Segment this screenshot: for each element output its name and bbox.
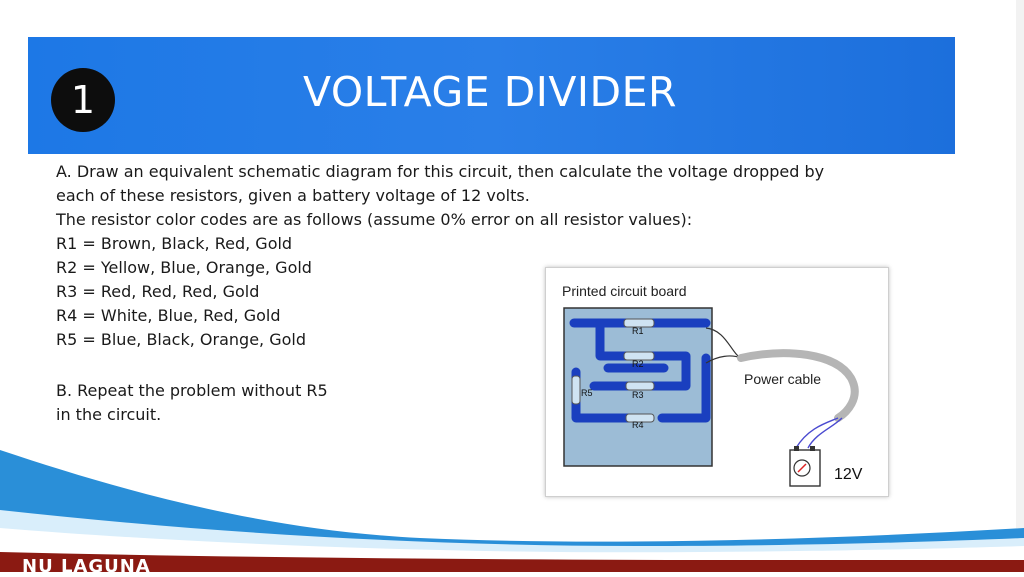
circuit-illustration: Printed circuit board R1 R2 xyxy=(562,283,863,487)
resistor-r5-code: R5 = Blue, Black, Orange, Gold xyxy=(56,330,306,349)
resistor-r2: R2 xyxy=(623,351,655,369)
slide-title: VOLTAGE DIVIDER xyxy=(303,68,677,116)
question-line-3: The resistor color codes are as follows … xyxy=(56,210,693,229)
svg-text:R4: R4 xyxy=(632,420,644,430)
resistor-r1: R1 xyxy=(623,318,655,336)
circuit-figure: Printed circuit board R1 R2 xyxy=(545,267,889,497)
power-cable xyxy=(737,349,859,422)
svg-text:R1: R1 xyxy=(632,326,644,336)
slide-edge xyxy=(1016,0,1024,572)
resistor-r3: R3 xyxy=(625,381,655,400)
question-line-2: each of these resistors, given a battery… xyxy=(56,186,530,205)
svg-text:R5: R5 xyxy=(581,388,593,398)
battery-lead-2 xyxy=(807,417,843,449)
question-line-1: A. Draw an equivalent schematic diagram … xyxy=(56,162,825,181)
part-b-line-2: in the circuit. xyxy=(56,405,162,424)
resistor-r2-code: R2 = Yellow, Blue, Orange, Gold xyxy=(56,258,312,277)
footer-wave-decoration xyxy=(0,450,1024,572)
footer-brand: NU LAGUNA xyxy=(22,556,151,577)
resistor-r4: R4 xyxy=(625,413,655,430)
battery-lead-1 xyxy=(795,417,839,449)
slide-number-badge: 1 xyxy=(51,68,115,132)
svg-text:R3: R3 xyxy=(632,390,644,400)
resistor-r3-code: R3 = Red, Red, Red, Gold xyxy=(56,282,260,301)
battery-voltage-label: 12V xyxy=(834,466,863,483)
resistor-r5: R5 xyxy=(571,375,593,405)
title-banner xyxy=(28,37,955,154)
part-b-line-1: B. Repeat the problem without R5 xyxy=(56,381,328,400)
resistor-r4-code: R4 = White, Blue, Red, Gold xyxy=(56,306,281,325)
svg-text:R2: R2 xyxy=(632,359,644,369)
power-cable-label: Power cable xyxy=(744,371,821,387)
board-label: Printed circuit board xyxy=(562,283,687,299)
resistor-r1-code: R1 = Brown, Black, Red, Gold xyxy=(56,234,293,253)
